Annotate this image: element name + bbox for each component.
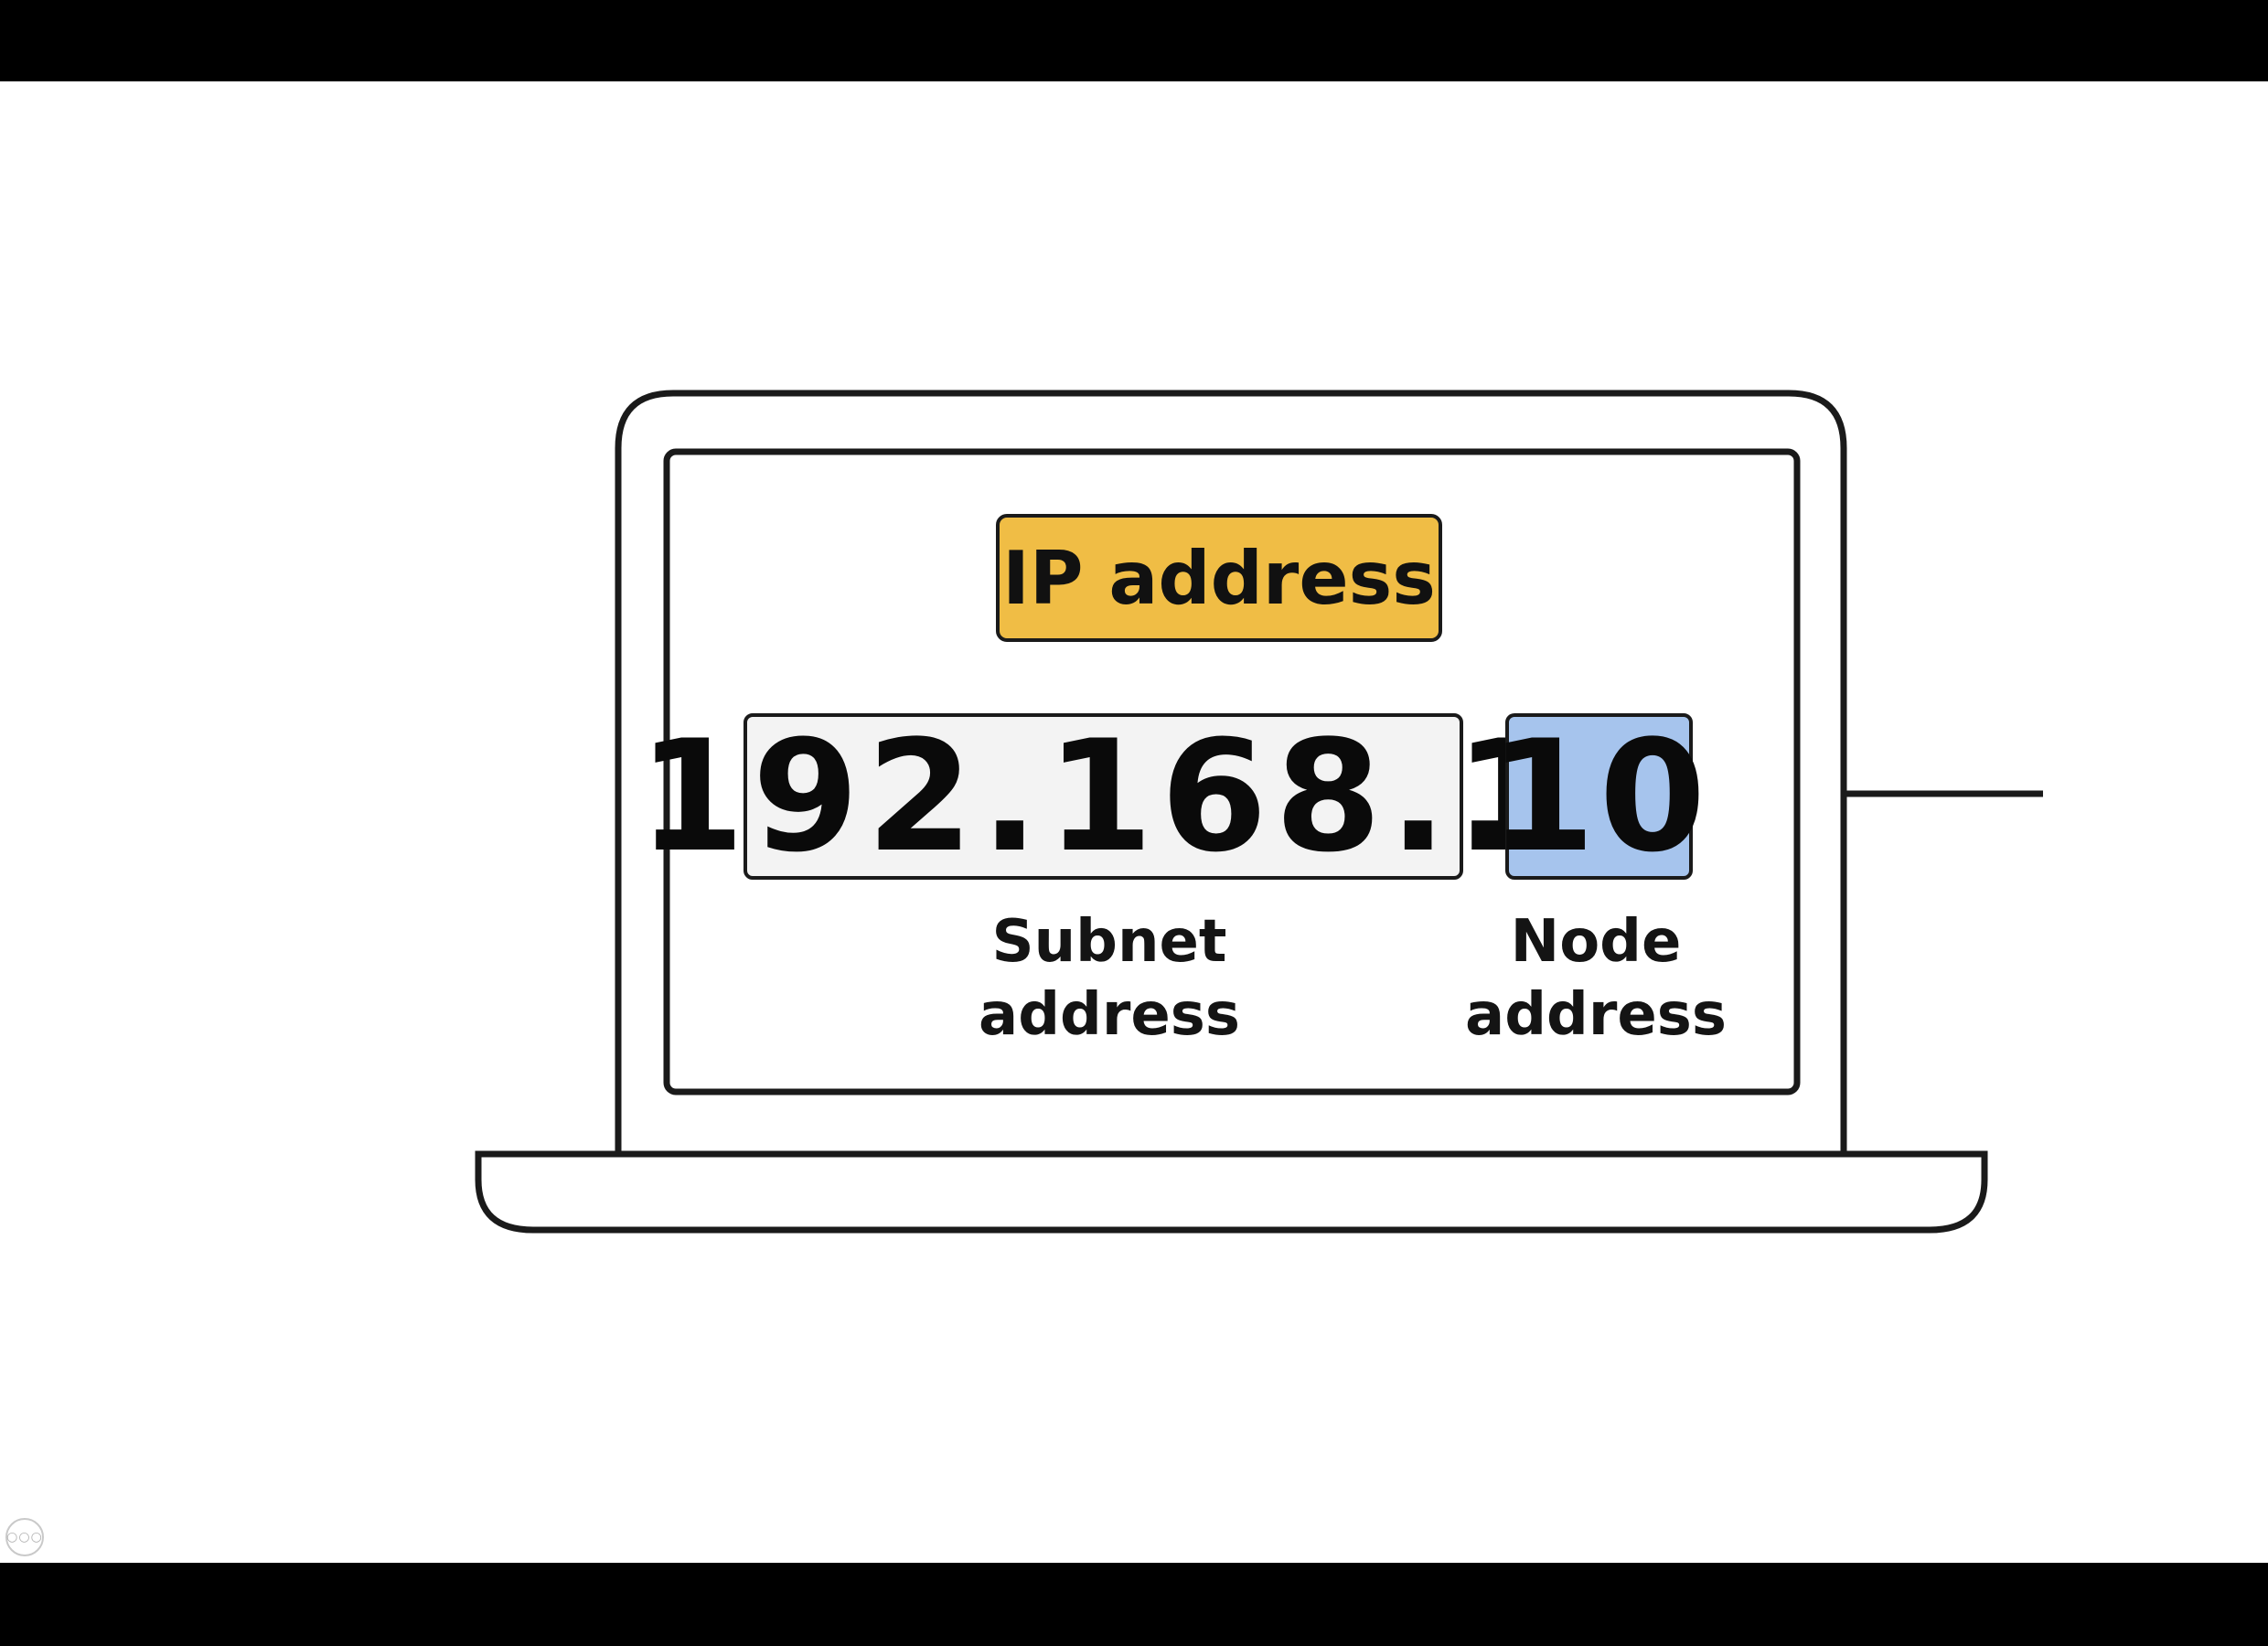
node-label-line-1: Node [1510,908,1682,976]
subnet-label-line-2: address [979,981,1240,1049]
node-address-label: Node address [1413,905,1779,1052]
ip-address-badge: IP address [996,514,1442,642]
more-dots-glyph: ○○○ [6,1530,43,1544]
letterbox-top [0,0,2268,81]
subnet-label-line-1: Subnet [991,908,1227,976]
subnet-address-value: 192.168.1 [637,707,1569,886]
subnet-address-label: Subnet address [926,905,1292,1052]
node-label-line-2: address [1465,981,1727,1049]
node-address-value: 10 [1488,707,1710,886]
more-dots-icon[interactable]: ○○○ [5,1518,44,1556]
letterbox-bottom [0,1563,2268,1646]
laptop-base [475,1150,1988,1234]
ip-separator-dot: . [1456,707,1514,886]
